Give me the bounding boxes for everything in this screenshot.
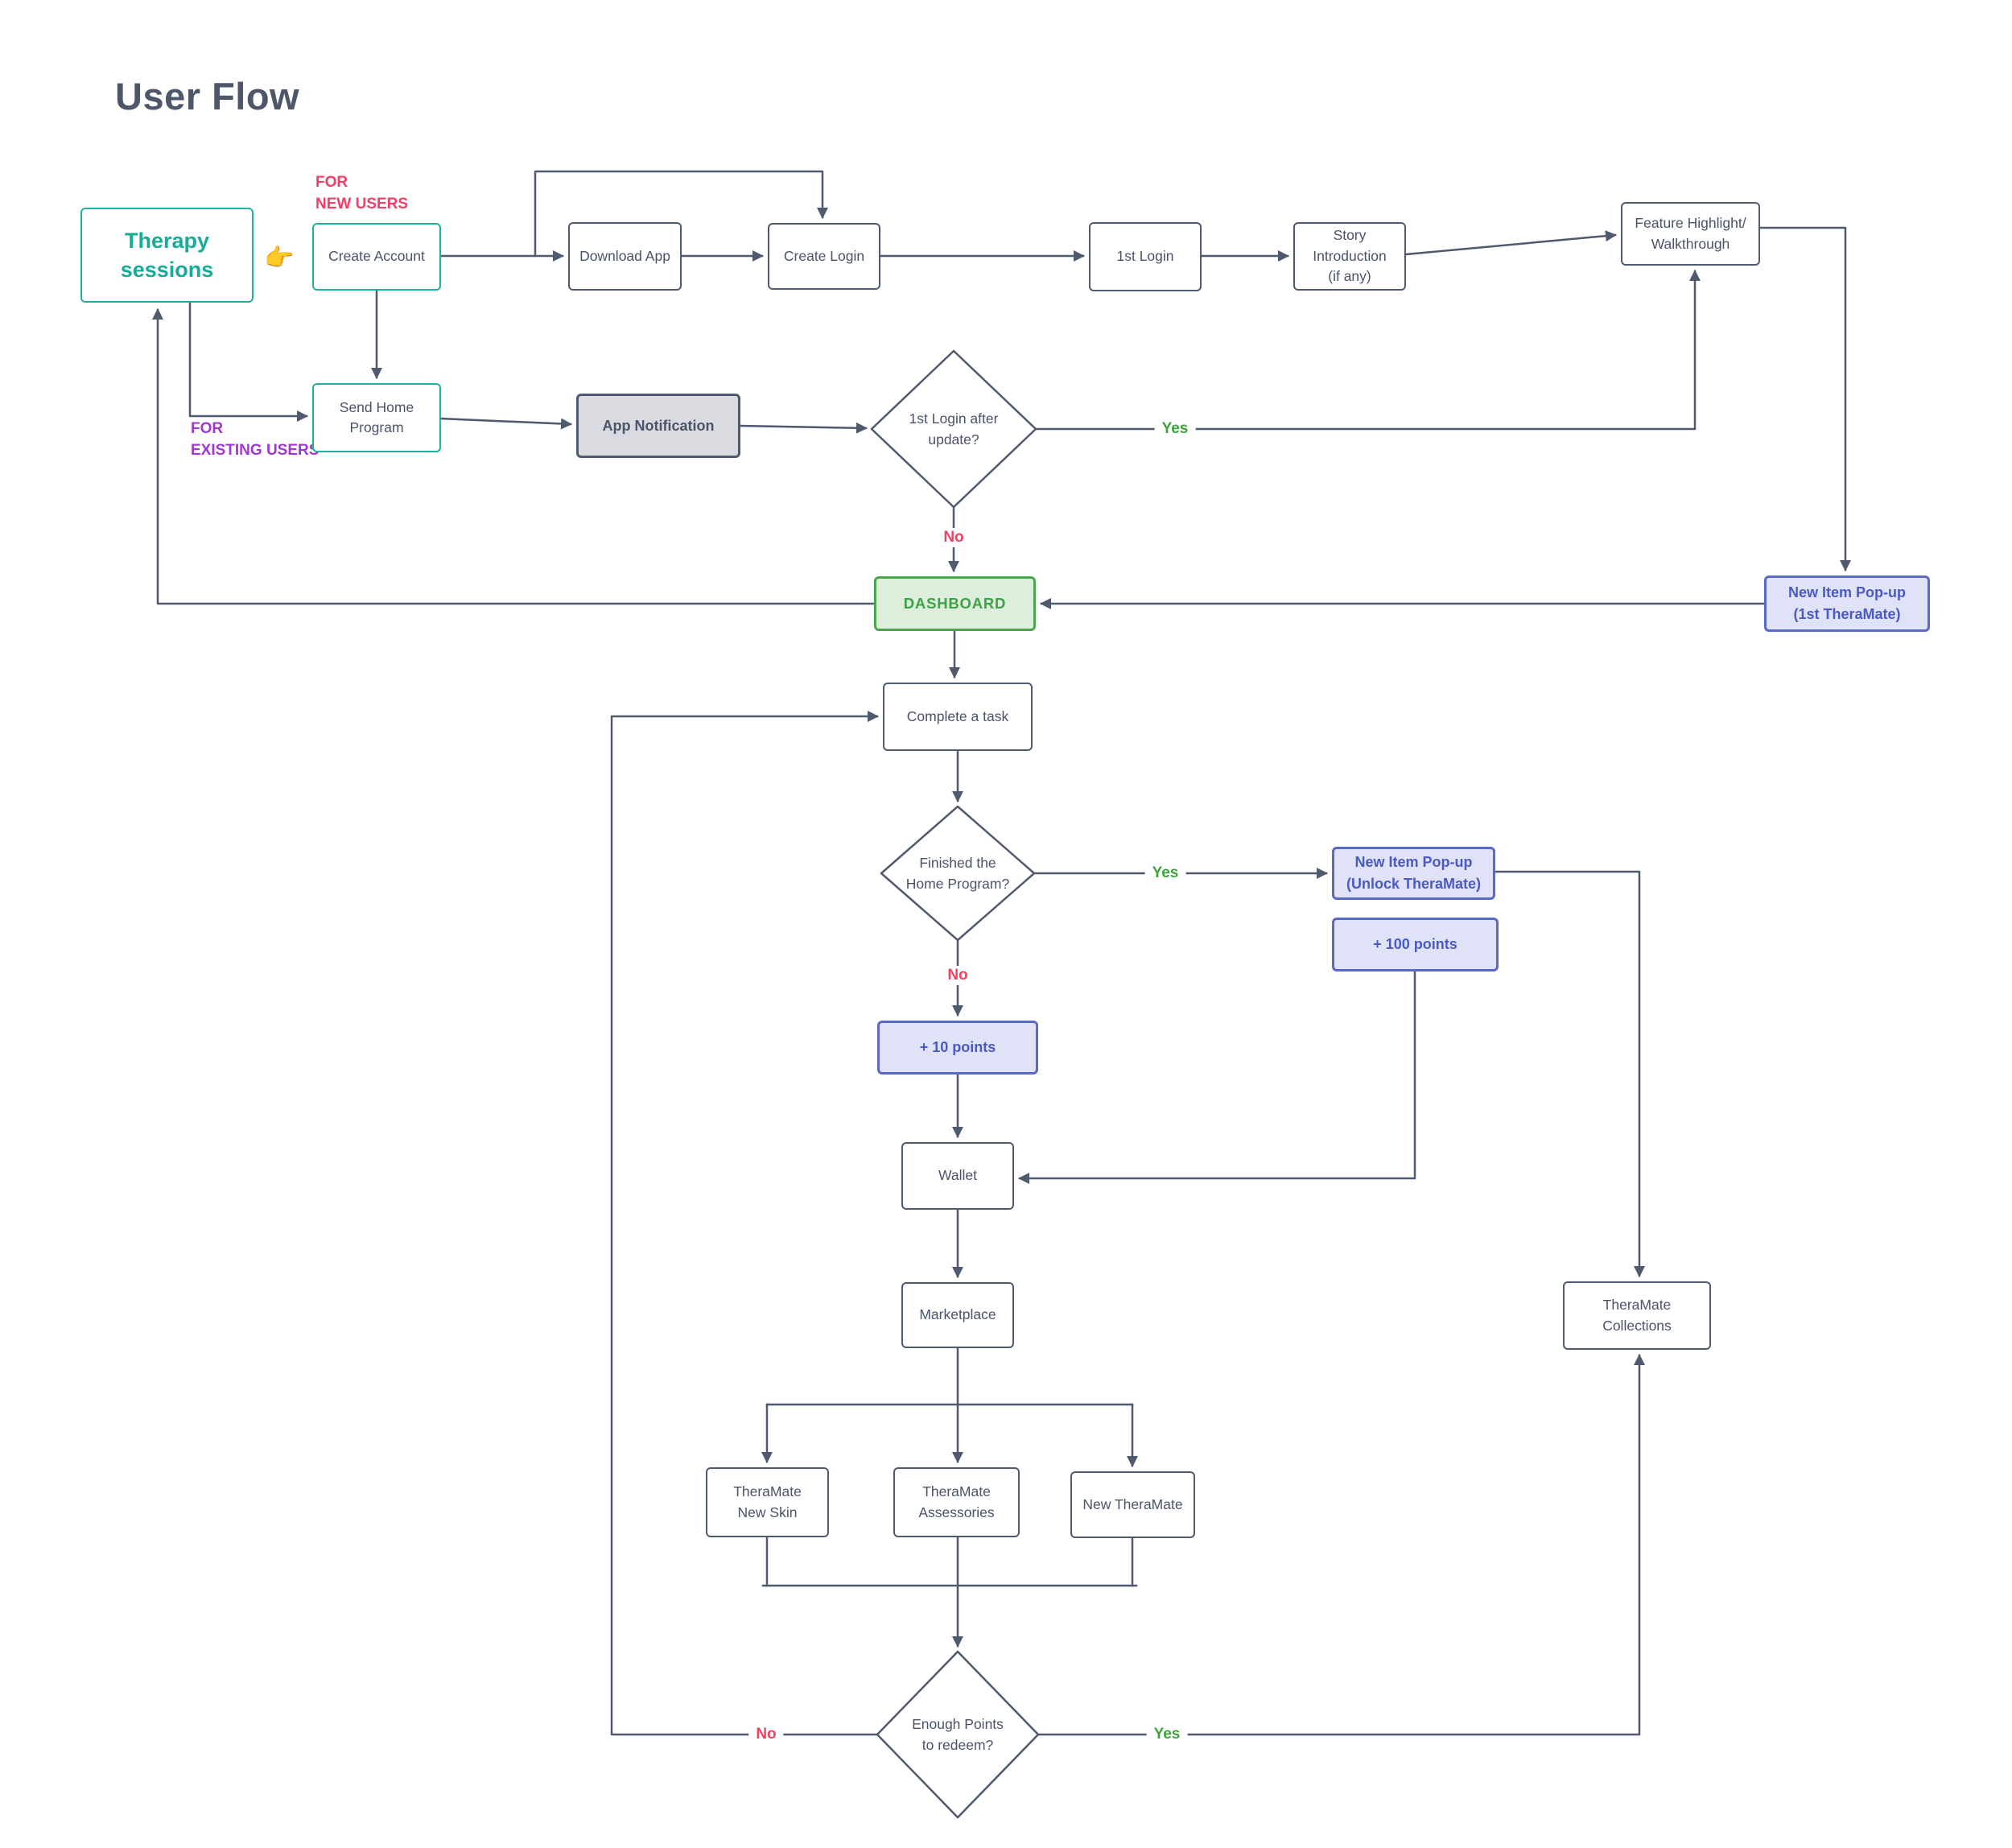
decision-label-finished-home-program: Finished the Home Program?: [905, 854, 1010, 892]
node-theramate-collections[interactable]: TheraMate Collections: [1563, 1281, 1711, 1350]
node-label: Create Login: [783, 247, 865, 264]
edge-unlock-to-collections: [1494, 870, 1645, 1277]
edge-points-no-loop: [610, 711, 879, 1736]
decision-label-enough-points: Enough Points to redeem?: [912, 1715, 1004, 1753]
node-label: Complete a task: [906, 707, 1009, 724]
node-wallet[interactable]: Wallet: [901, 1142, 1014, 1210]
node-feature-highlight[interactable]: Feature Highlight/ Walkthrough: [1621, 202, 1760, 266]
node-label: Marketplace: [919, 1306, 996, 1323]
node-label: 1st Login: [1116, 248, 1174, 265]
node-theramate-new-skin[interactable]: TheraMate New Skin: [706, 1467, 829, 1537]
edge-story-to-feature: [1404, 230, 1617, 256]
pointing-right-emoji-icon: 👉: [264, 245, 295, 271]
edge-label-points-yes: Yes: [1146, 1725, 1188, 1744]
node-label: Therapy sessions: [120, 228, 214, 282]
node-label: App Notification: [602, 417, 715, 434]
edge-feature-to-popup: [1758, 226, 1851, 571]
edge-label-finished-yes: Yes: [1144, 864, 1186, 883]
edge-label-update-no: No: [936, 528, 971, 547]
node-label: TheraMate Collections: [1602, 1297, 1672, 1334]
node-label: Create Account: [328, 248, 425, 265]
node-label: New Item Pop-up (Unlock TheraMate): [1346, 854, 1482, 892]
node-label: Wallet: [938, 1167, 977, 1184]
node-label: Feature Highlight/ Walkthrough: [1635, 215, 1746, 252]
node-label: New TheraMate: [1082, 1495, 1183, 1512]
node-new-theramate[interactable]: New TheraMate: [1070, 1471, 1195, 1538]
node-create-login[interactable]: Create Login: [768, 223, 880, 290]
node-theramate-assessories[interactable]: TheraMate Assessories: [893, 1467, 1020, 1537]
page-title: User Flow: [115, 75, 300, 118]
annotation-for-new-users: FOR NEW USERS: [315, 174, 409, 212]
node-dashboard[interactable]: DASHBOARD: [874, 576, 1036, 631]
node-download-app[interactable]: Download App: [568, 222, 682, 291]
decision-1st-login-after-update[interactable]: [870, 349, 1037, 509]
node-story-introduction[interactable]: Story Introduction (if any): [1293, 222, 1406, 291]
node-marketplace[interactable]: Marketplace: [901, 1282, 1014, 1348]
node-label: TheraMate Assessories: [918, 1483, 995, 1520]
node-label: DASHBOARD: [903, 594, 1007, 612]
node-create-account[interactable]: Create Account: [312, 223, 441, 291]
edge-bypass-to-create-login: [534, 170, 828, 258]
edge-points-yes: [1037, 1354, 1645, 1736]
decision-label-1st-login-after-update: 1st Login after update?: [909, 410, 999, 448]
edge-send-home-to-notification: [439, 417, 572, 430]
decision-enough-points[interactable]: [876, 1650, 1040, 1819]
node-plus-100-points[interactable]: + 100 points: [1332, 918, 1499, 971]
node-plus-10-points[interactable]: + 10 points: [877, 1021, 1038, 1075]
edge-label-finished-no: No: [940, 966, 975, 985]
node-label: New Item Pop-up (1st TheraMate): [1787, 584, 1906, 622]
node-label: + 100 points: [1373, 936, 1457, 952]
node-new-item-popup-unlock-theramate[interactable]: New Item Pop-up (Unlock TheraMate): [1332, 847, 1495, 900]
edge-dashboard-to-therapy: [152, 308, 876, 605]
node-complete-a-task[interactable]: Complete a task: [883, 683, 1033, 751]
decision-finished-home-program[interactable]: [880, 805, 1036, 942]
node-label: Download App: [579, 247, 670, 264]
node-label: Send Home Program: [339, 398, 414, 435]
edge-therapy-to-send-home: [188, 302, 308, 422]
edge-plus100-to-wallet: [1018, 970, 1416, 1184]
annotation-for-existing-users: FOR EXISTING USERS: [191, 420, 320, 459]
edge-label-points-no: No: [748, 1725, 784, 1744]
node-label: Story Introduction (if any): [1313, 227, 1387, 285]
edge-update-yes: [1034, 270, 1701, 431]
edge-notification-to-decision: [739, 422, 868, 434]
node-therapy-sessions[interactable]: Therapy sessions: [80, 208, 254, 303]
node-new-item-popup-1st-theramate[interactable]: New Item Pop-up (1st TheraMate): [1764, 575, 1930, 632]
node-1st-login[interactable]: 1st Login: [1089, 222, 1202, 291]
edge-label-update-yes: Yes: [1154, 419, 1196, 439]
node-label: TheraMate New Skin: [733, 1483, 802, 1520]
node-label: + 10 points: [919, 1039, 996, 1055]
node-send-home-program[interactable]: Send Home Program: [312, 383, 441, 452]
node-app-notification[interactable]: App Notification: [576, 394, 740, 458]
